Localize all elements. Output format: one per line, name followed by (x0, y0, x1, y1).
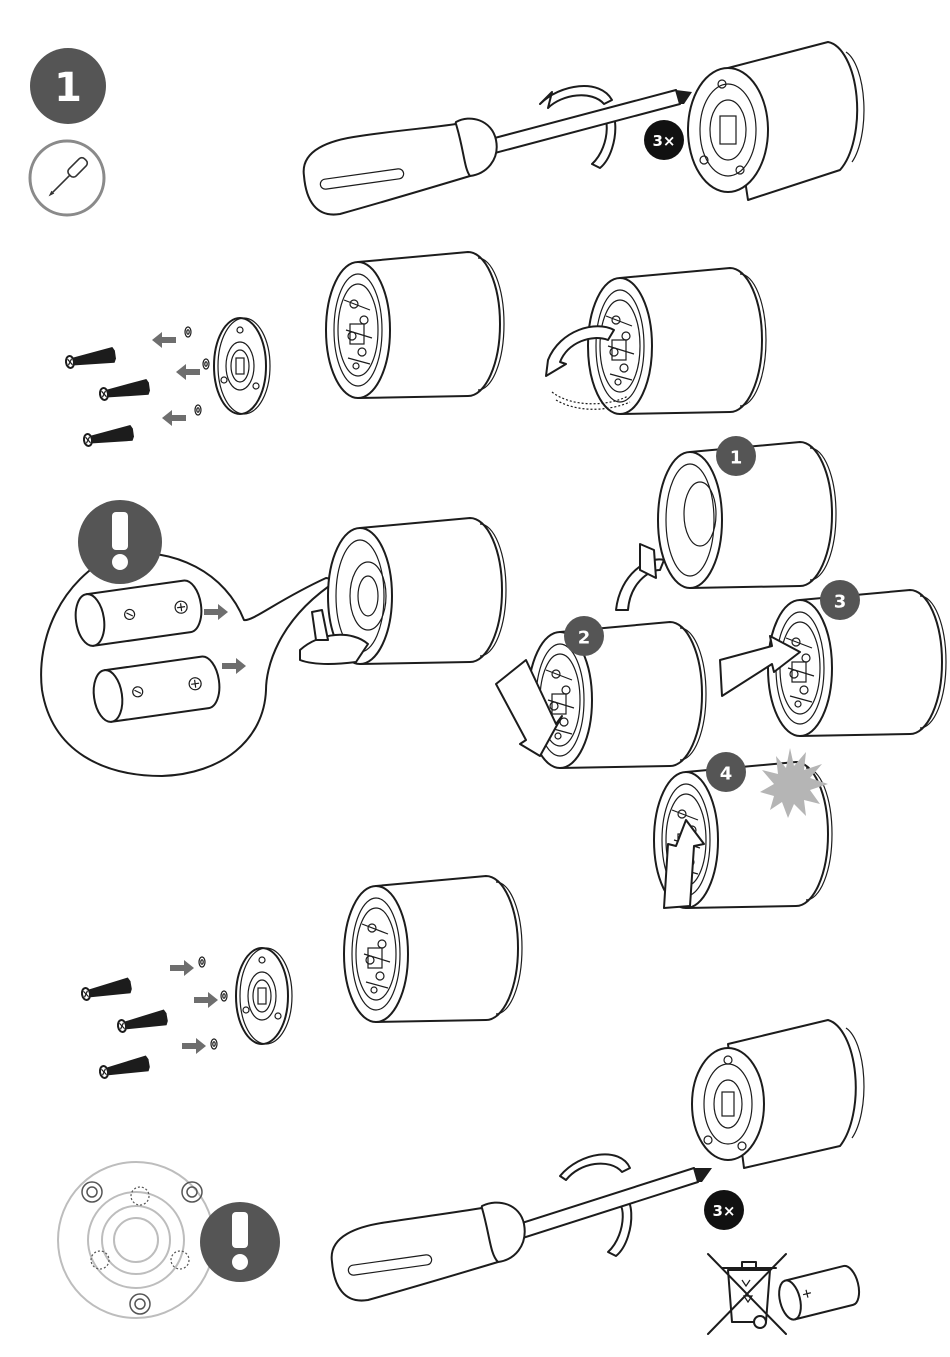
crossed-out-bin-icon (708, 1254, 786, 1334)
battery-icon (775, 1264, 862, 1322)
flange-warning-detail (58, 1162, 280, 1318)
exclamation-icon (200, 1202, 280, 1282)
sub-step-2-label: 2 (578, 628, 591, 649)
unscrew-illustration: 3× (304, 42, 864, 215)
step-number: 1 (54, 65, 82, 111)
sub-step-3-label: 3 (834, 592, 847, 613)
step-badge: 1 (30, 48, 106, 124)
cylinder-remove-cover (546, 268, 766, 414)
removed-screws (65, 318, 270, 447)
exclamation-icon (78, 500, 162, 584)
sub-step-1: 1 (616, 436, 836, 610)
screw-in-illustration: 3× (332, 1020, 864, 1301)
sub-step-4-label: 4 (720, 764, 733, 785)
closed-cylinder (344, 876, 522, 1022)
sub-step-3: 3 (720, 580, 946, 736)
sub-step-2: 2 (496, 616, 706, 768)
sub-step-1-label: 1 (730, 448, 743, 469)
open-cylinder (326, 252, 504, 398)
sub-step-4: 4 (654, 748, 832, 908)
reinsert-screws (80, 948, 292, 1080)
battery-callout (41, 500, 338, 776)
screw-count-bottom: 3× (712, 1202, 735, 1220)
cylinder-battery-compartment (300, 518, 506, 664)
screwdriver-icon (30, 141, 104, 215)
screw-count-top: 3× (652, 132, 675, 150)
